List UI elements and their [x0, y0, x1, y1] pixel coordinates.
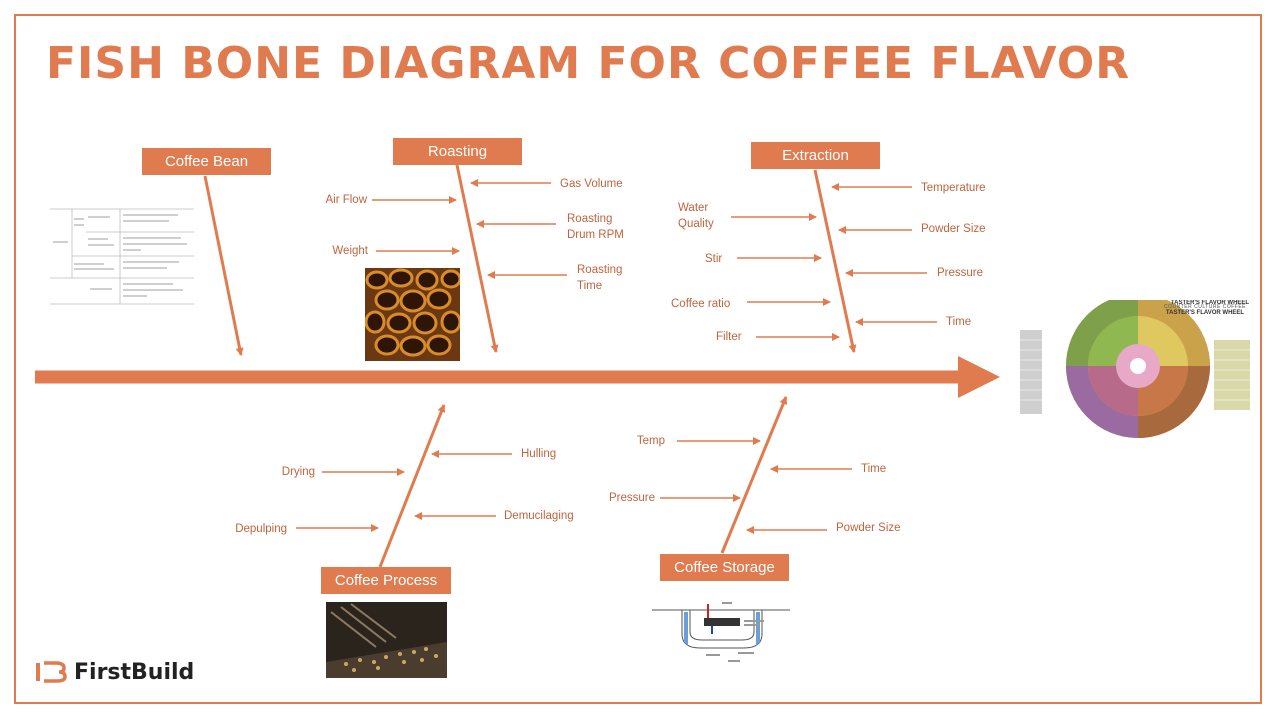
firstbuild-logo: FirstBuild [34, 659, 194, 685]
cause-temperature: Temperature [921, 182, 986, 194]
cause-powder-size: Powder Size [921, 223, 986, 235]
cause-air-flow: Air Flow [325, 194, 367, 206]
category-coffee-process: Coffee Process [321, 567, 451, 594]
cause-roasting-time: Roasting Time [577, 262, 622, 294]
category-extraction: Extraction [751, 142, 880, 169]
cause-water-quality-line1: Water [678, 202, 709, 214]
cause-drum-rpm-line2: Drum RPM [567, 229, 624, 241]
cause-stir: Stir [705, 253, 723, 265]
flavor-wheel-header: COUNTER CULTURE COFFEE TASTER'S FLAVOR W… [1150, 304, 1260, 316]
cause-demucilaging: Demucilaging [504, 510, 574, 522]
category-coffee-bean: Coffee Bean [142, 148, 271, 175]
cause-drum-rpm: Roasting Drum RPM [567, 211, 624, 243]
cause-temp: Temp [636, 435, 665, 447]
cause-water-quality: Water Quality [678, 200, 714, 232]
flavor-wheel-image: COUNTER CULTURE COFFEE TASTER'S FLAVOR W… [1020, 300, 1250, 438]
slide-frame [14, 14, 1262, 704]
cause-gas-volume: Gas Volume [560, 178, 623, 190]
cause-coffee-ratio: Coffee ratio [671, 298, 731, 310]
cause-hulling: Hulling [521, 448, 557, 460]
cause-weight: Weight [332, 245, 368, 257]
spine-arrowhead [958, 356, 1000, 398]
cause-drying: Drying [281, 466, 315, 478]
category-coffee-storage: Coffee Storage [660, 554, 789, 581]
bone-coffee-bean [203, 175, 244, 356]
bone-coffee-process [378, 404, 446, 568]
coffee-bean-table-image [50, 208, 194, 305]
cause-pressure: Pressure [937, 267, 984, 279]
cause-storage-powder-size: Powder Size [836, 522, 901, 534]
flavor-wheel-brand-text: COUNTER CULTURE COFFEE [1163, 304, 1247, 310]
cause-filter: Filter [716, 331, 742, 343]
category-roasting: Roasting [393, 138, 522, 165]
cause-storage-pressure: Pressure [608, 492, 655, 504]
flavor-wheel-title: TASTER'S FLAVOR WHEEL [1171, 300, 1250, 306]
cause-water-quality-line2: Quality [678, 218, 714, 230]
bone-roasting [455, 164, 499, 353]
cause-storage-time: Time [861, 463, 887, 475]
logo-text: FirstBuild [74, 659, 195, 685]
cause-time: Time [946, 316, 972, 328]
flavor-wheel-title-text: TASTER'S FLAVOR WHEEL [1165, 310, 1245, 316]
coffee-process-photo [326, 602, 447, 678]
bone-extraction [813, 169, 857, 353]
coffee-storage-schematic [652, 602, 790, 662]
firstbuild-logo-icon [36, 661, 67, 683]
cause-depulping: Depulping [235, 523, 287, 535]
cause-roasting-time-line1: Roasting [577, 264, 623, 276]
cause-drum-rpm-line1: Roasting [567, 213, 613, 225]
page-title: FISH BONE DIAGRAM FOR COFFEE FLAVOR [46, 38, 1131, 89]
cause-roasting-time-line2: Time [577, 280, 603, 292]
roasted-bean-photo [365, 268, 460, 361]
bone-coffee-storage [720, 396, 788, 554]
